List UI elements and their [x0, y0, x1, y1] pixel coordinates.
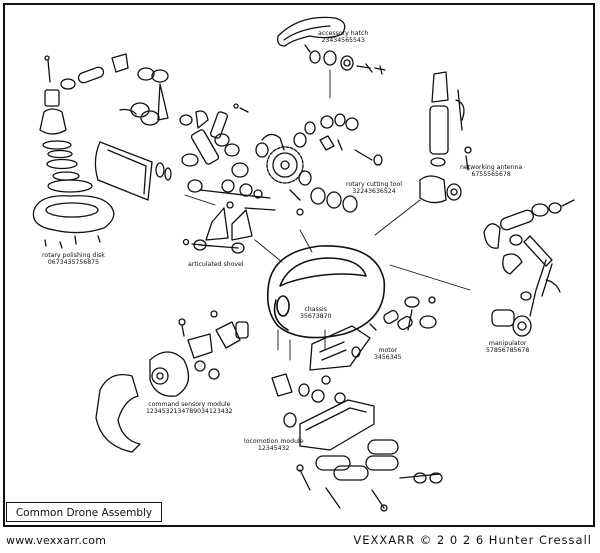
command-sensory-module-part — [95, 310, 249, 453]
rotary-cutting-tool-part — [233, 103, 383, 216]
accessory-hatch-part — [277, 16, 386, 75]
label-rotary-polishing-disk: rotary polishing disk 0673435756875 — [42, 252, 105, 267]
motor-part — [309, 296, 437, 371]
leader-lines — [184, 69, 471, 361]
label-articulated-shovel: articulated shovel — [188, 261, 244, 268]
label-networking-antenna: networking antenna 6755565678 — [460, 164, 523, 179]
upper-left-linkage — [60, 53, 209, 129]
chassis-part — [266, 245, 386, 339]
manipulator-part — [483, 199, 575, 337]
label-motor: motor 3456345 — [374, 347, 402, 362]
website-link[interactable]: www.vexxarr.com — [6, 534, 107, 547]
articulated-shovel-part — [182, 207, 253, 254]
label-accessory-hatch: accessory hatch 23434565543 — [318, 30, 369, 45]
central-linkage — [181, 111, 276, 211]
shovel-blade — [94, 141, 172, 201]
label-command-sensory-module: command sensory module 12345321347890341… — [146, 401, 233, 416]
drawing-title: Common Drone Assembly — [6, 502, 162, 522]
label-locomotion-module: locomotion module 12345432 — [244, 438, 304, 453]
label-manipulator: manipulator 57856785678 — [486, 340, 530, 355]
networking-antenna-part — [419, 71, 472, 204]
label-chassis: chassis 35673870 — [300, 306, 332, 321]
label-rotary-cutting-tool: rotary cutting tool 32243636524 — [346, 181, 403, 196]
rotary-polishing-disk-part — [32, 55, 115, 249]
locomotion-module-part — [271, 373, 443, 512]
copyright-credit: VEXXARR © 2 0 2 6 Hunter Cressall — [353, 533, 592, 547]
